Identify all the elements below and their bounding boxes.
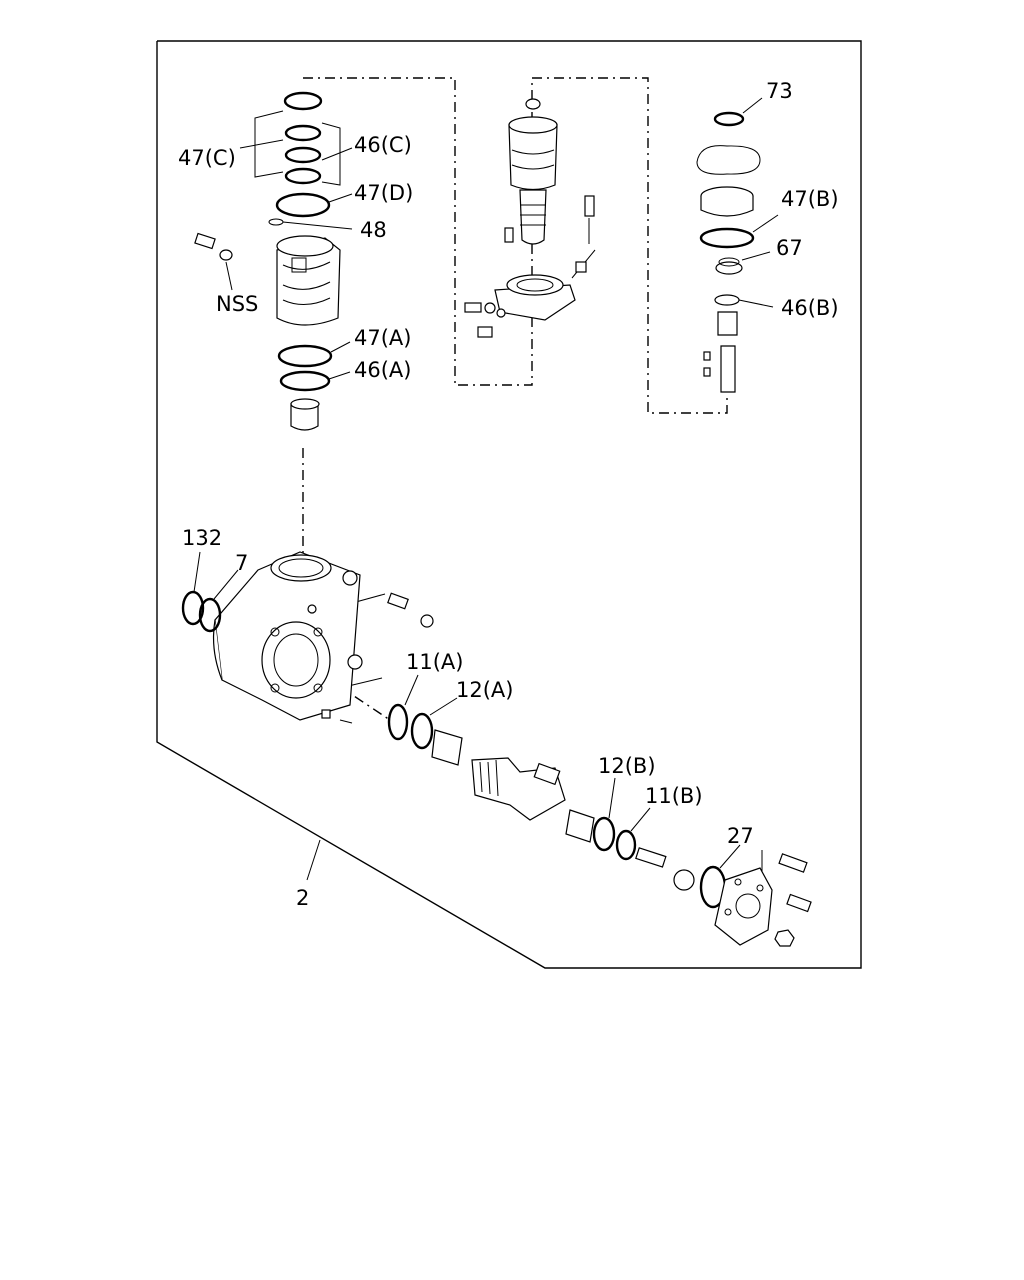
valve-body-middle	[504, 98, 595, 245]
label-67: 67	[776, 236, 803, 260]
label-48: 48	[360, 218, 387, 242]
seal-132-7	[181, 551, 239, 633]
label-73: 73	[766, 79, 793, 103]
label-2: 2	[296, 886, 309, 910]
valve-housing	[276, 235, 341, 326]
bolt-washer-nss	[194, 232, 233, 291]
label-47b: 47(B)	[781, 187, 839, 211]
right-column-parts	[696, 97, 779, 393]
gear-housing	[212, 551, 363, 721]
assembly-frame	[156, 40, 862, 969]
label-27: 27	[727, 824, 754, 848]
leader-46c	[321, 122, 353, 186]
flange-middle	[464, 249, 596, 338]
label-12a: 12(A)	[456, 678, 513, 702]
valve-plug	[290, 398, 320, 431]
bolt-nut-side	[387, 592, 434, 628]
label-46a: 46(A)	[354, 358, 411, 382]
label-46c: 46(C)	[354, 133, 412, 157]
label-12b: 12(B)	[598, 754, 656, 778]
seal-stack-upper	[268, 91, 331, 226]
label-47a: 47(A)	[354, 326, 411, 350]
label-7: 7	[235, 551, 248, 575]
label-11a: 11(A)	[406, 650, 463, 674]
label-46b: 46(B)	[781, 296, 839, 320]
leader-2	[306, 839, 321, 881]
label-11b: 11(B)	[645, 784, 703, 808]
label-47c: 47(C)	[178, 146, 236, 170]
leader-47d	[328, 193, 353, 203]
input-shaft-train	[387, 674, 695, 891]
end-cover	[699, 844, 812, 947]
label-132: 132	[182, 526, 222, 550]
leader-47c	[239, 110, 284, 178]
seal-47a-46a	[277, 341, 351, 392]
label-nss: NSS	[216, 292, 258, 316]
label-47d: 47(D)	[354, 181, 413, 205]
leader-48	[282, 221, 353, 230]
